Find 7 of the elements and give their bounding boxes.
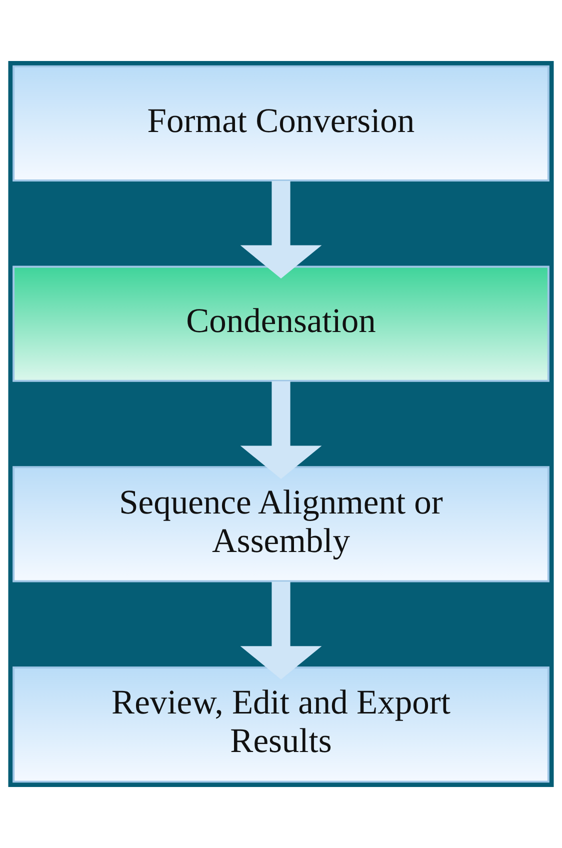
arrow xyxy=(240,582,322,680)
node-box: Sequence Alignment or Assembly xyxy=(12,466,550,582)
node-box: Format Conversion xyxy=(12,65,550,182)
arrow xyxy=(240,180,322,279)
arrow xyxy=(240,381,322,479)
node-box: Review, Edit and Export Results xyxy=(12,666,550,783)
node-box: Condensation xyxy=(12,266,550,382)
